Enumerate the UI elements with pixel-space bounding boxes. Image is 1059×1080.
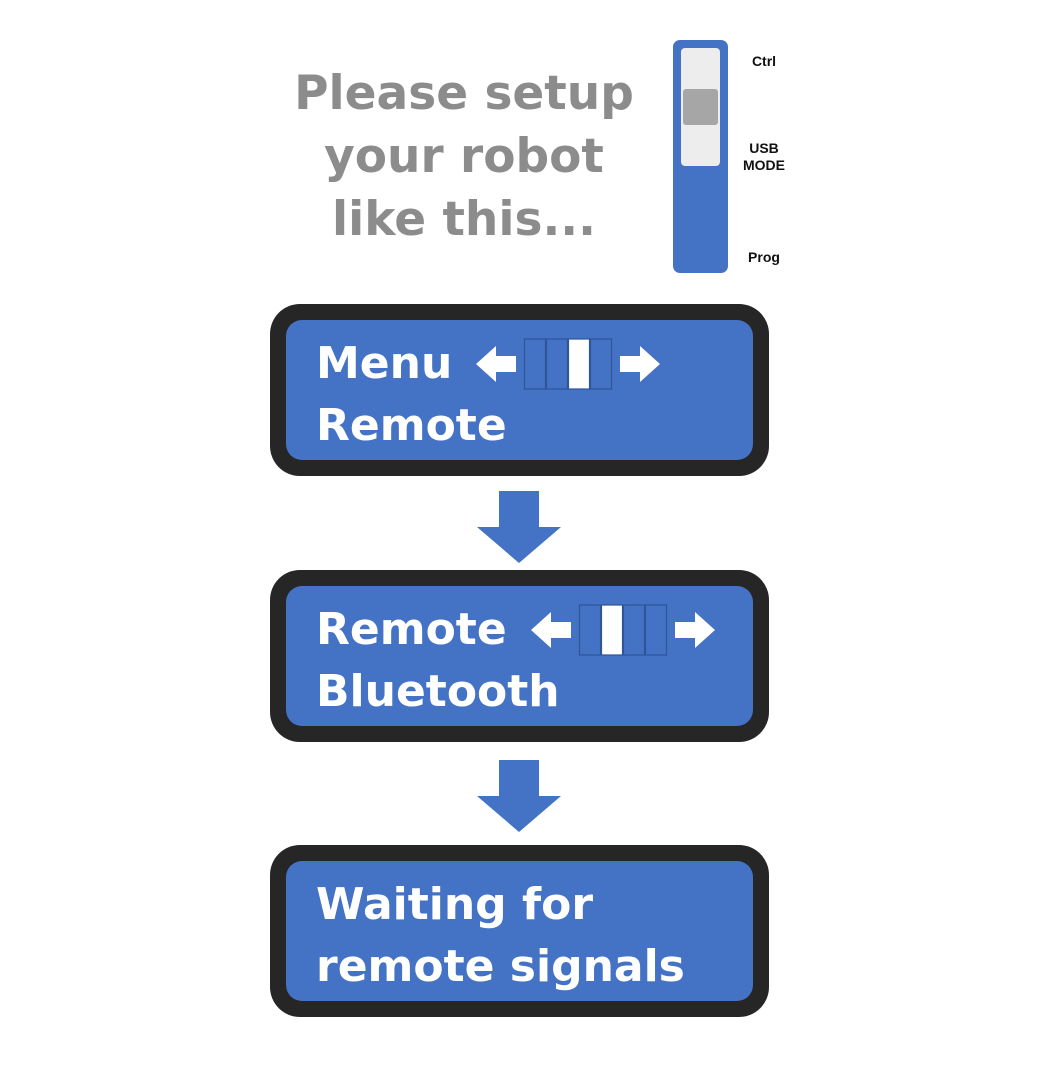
lcd-line-1: Waiting for	[316, 879, 594, 930]
indicator-segment	[622, 604, 646, 656]
left-arrow-icon	[531, 612, 571, 648]
mode-switch	[673, 40, 728, 273]
lcd-line-1: Menu	[316, 338, 453, 389]
lcd-screen-remote: Remote Bluetooth	[270, 570, 769, 742]
down-arrow-icon	[477, 491, 561, 563]
lcd-screen-menu: Menu Remote	[270, 304, 769, 476]
switch-label-usb: USB	[749, 140, 779, 156]
menu-position-indicator	[476, 338, 660, 390]
mode-switch-knob	[683, 89, 718, 125]
indicator-segment-active	[600, 604, 624, 656]
setup-instruction: Please setup your robot like this...	[276, 62, 652, 251]
indicator-segment	[578, 604, 602, 656]
switch-label-usb-mode: USB MODE	[736, 140, 792, 174]
indicator-segment	[644, 604, 668, 656]
lcd-line-2: remote signals	[316, 941, 685, 992]
instruction-line-1: Please setup	[294, 66, 634, 121]
lcd-line-2: Bluetooth	[316, 666, 560, 717]
indicator-segment-active	[567, 338, 591, 390]
switch-label-prog: Prog	[748, 249, 780, 265]
lcd-display: Waiting for remote signals	[286, 861, 753, 1001]
down-arrow-icon	[477, 760, 561, 832]
right-arrow-icon	[675, 612, 715, 648]
instruction-line-3: like this...	[331, 192, 597, 247]
indicator-segment	[589, 338, 613, 390]
lcd-screen-waiting: Waiting for remote signals	[270, 845, 769, 1017]
instruction-line-2: your robot	[324, 129, 604, 184]
switch-label-ctrl: Ctrl	[751, 53, 777, 69]
lcd-line-1: Remote	[316, 604, 507, 655]
indicator-segment	[523, 338, 547, 390]
lcd-display: Remote Bluetooth	[286, 586, 753, 726]
indicator-segment	[545, 338, 569, 390]
switch-label-mode: MODE	[743, 157, 785, 173]
lcd-line-2: Remote	[316, 400, 507, 451]
right-arrow-icon	[620, 346, 660, 382]
lcd-display: Menu Remote	[286, 320, 753, 460]
mode-switch-window	[681, 48, 720, 166]
menu-position-indicator	[531, 604, 715, 656]
left-arrow-icon	[476, 346, 516, 382]
